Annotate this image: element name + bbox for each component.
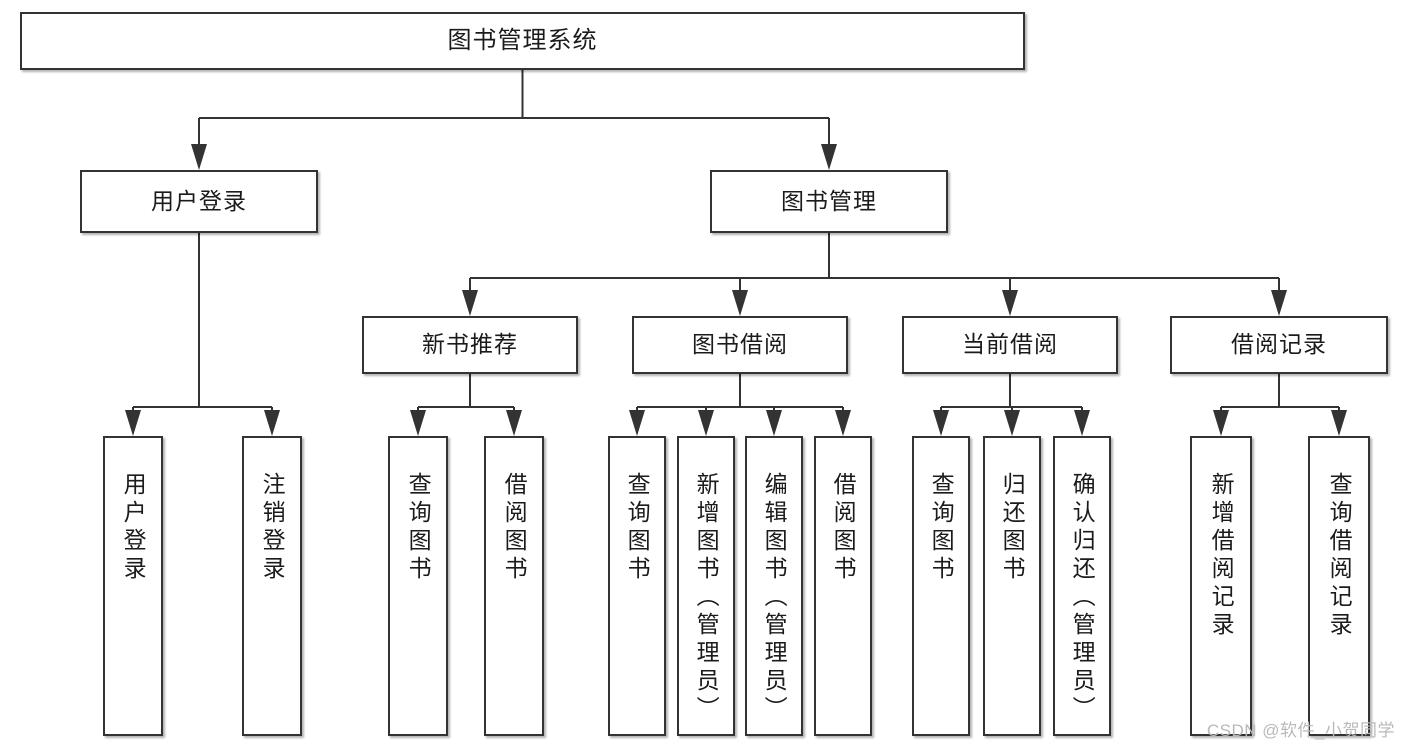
- node-label: 图书管理系统: [447, 26, 598, 54]
- node-current-borrow[interactable]: 当前借阅: [902, 316, 1118, 374]
- node-borrow-record[interactable]: 借阅记录: [1170, 316, 1388, 374]
- node-label: 注销登录: [259, 472, 286, 584]
- node-leaf-query-book-2[interactable]: 查询图书: [608, 436, 666, 736]
- node-label: 归还图书: [999, 472, 1026, 584]
- node-leaf-borrow-book-2[interactable]: 借阅图书: [814, 436, 872, 736]
- node-label: 图书管理: [781, 187, 877, 214]
- node-leaf-borrow-book-1[interactable]: 借阅图书: [484, 436, 544, 736]
- node-leaf-add-book[interactable]: 新增图书（管理员）: [677, 436, 735, 736]
- node-root-system[interactable]: 图书管理系统: [20, 12, 1025, 70]
- node-label: 查询图书: [624, 472, 651, 584]
- node-leaf-user-login[interactable]: 用户登录: [103, 436, 163, 736]
- node-leaf-query-borrow-record[interactable]: 查询借阅记录: [1308, 436, 1370, 736]
- node-label: 新增借阅记录: [1208, 472, 1235, 640]
- node-book-manage[interactable]: 图书管理: [710, 170, 948, 233]
- node-leaf-query-book-1[interactable]: 查询图书: [388, 436, 448, 736]
- node-label: 图书借阅: [692, 331, 788, 358]
- node-label: 借阅图书: [501, 472, 528, 584]
- csdn-watermark: CSDN @软件_小贺同学: [1206, 721, 1395, 740]
- node-leaf-add-borrow-record[interactable]: 新增借阅记录: [1190, 436, 1252, 736]
- node-new-book-recommend[interactable]: 新书推荐: [362, 316, 578, 374]
- node-label: 当前借阅: [962, 331, 1058, 358]
- node-leaf-confirm-return[interactable]: 确认归还（管理员）: [1053, 436, 1111, 736]
- node-label: 用户登录: [120, 472, 147, 584]
- node-label: 查询图书: [405, 472, 432, 584]
- node-leaf-return-book[interactable]: 归还图书: [983, 436, 1041, 736]
- node-label: 借阅记录: [1231, 331, 1327, 358]
- node-label: 确认归还（管理员）: [1069, 472, 1096, 724]
- node-label: 新增图书（管理员）: [693, 472, 720, 724]
- node-user-login[interactable]: 用户登录: [80, 170, 318, 233]
- node-label: 查询借阅记录: [1326, 472, 1353, 640]
- node-label: 编辑图书（管理员）: [761, 472, 788, 724]
- node-label: 用户登录: [151, 187, 247, 214]
- node-leaf-logout[interactable]: 注销登录: [242, 436, 302, 736]
- node-book-borrow[interactable]: 图书借阅: [632, 316, 848, 374]
- node-label: 查询图书: [928, 472, 955, 584]
- node-label: 新书推荐: [422, 331, 518, 358]
- node-leaf-query-book-3[interactable]: 查询图书: [912, 436, 970, 736]
- node-label: 借阅图书: [830, 472, 857, 584]
- node-leaf-edit-book[interactable]: 编辑图书（管理员）: [745, 436, 803, 736]
